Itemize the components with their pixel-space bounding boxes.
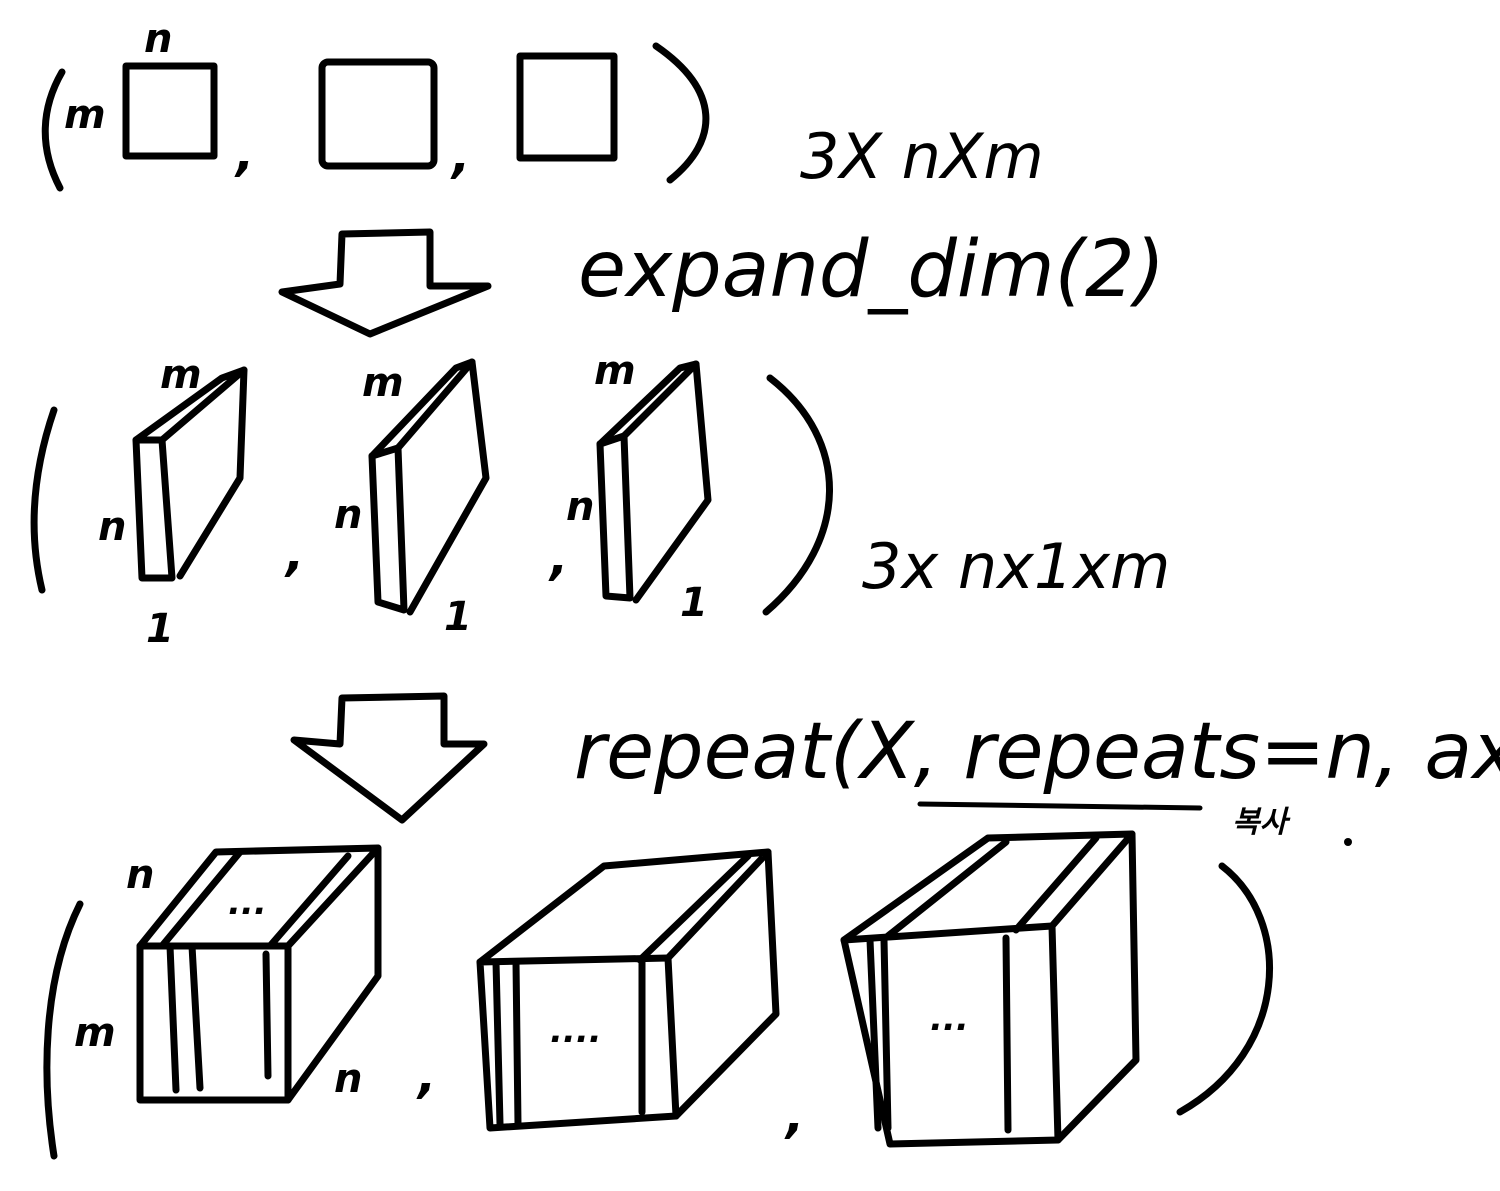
- row3-open-paren: [43, 900, 84, 1160]
- op2-dot: [1344, 838, 1352, 846]
- row1-comma-1: ,: [234, 126, 254, 182]
- row2-shape-label: 3x nx1xm: [862, 530, 1170, 603]
- row2-close-paren: [762, 374, 833, 616]
- svg-text:m: m: [594, 348, 636, 394]
- row1-tuple: m n , , 3X nXm: [41, 16, 1044, 193]
- cube-2: ....: [476, 848, 780, 1132]
- svg-text:...: ...: [228, 883, 267, 923]
- row3-tuple: n m n ... , .... , ...: [43, 830, 1273, 1160]
- matrix-2: [318, 58, 438, 170]
- svg-text:...: ...: [930, 999, 969, 1039]
- svg-text:1: 1: [444, 594, 472, 640]
- arrow-2: [290, 692, 488, 824]
- op2-label: repeat(X, repeats=n, axis=2): [574, 707, 1500, 797]
- row2-comma-2: ,: [548, 530, 568, 586]
- row1-comma-2: ,: [450, 128, 470, 184]
- slab-3: m n 1: [566, 348, 712, 626]
- row1-row-label: m: [64, 92, 106, 138]
- row3-comma-1: ,: [416, 1048, 436, 1104]
- svg-text:n: n: [334, 1056, 362, 1102]
- slab-1: m n 1: [98, 352, 248, 652]
- row1-shape-label: 3X nXm: [800, 120, 1044, 193]
- op2-note: 복사: [1232, 805, 1291, 840]
- row1-open-paren: [41, 68, 66, 192]
- svg-text:1: 1: [146, 606, 174, 652]
- cube-1: n m n ...: [74, 844, 382, 1104]
- slab-2: m n 1: [334, 358, 490, 640]
- svg-text:m: m: [362, 360, 404, 406]
- matrix-3: [516, 52, 618, 162]
- op2-underline: [917, 801, 1203, 811]
- cube-3: ...: [840, 830, 1140, 1148]
- matrix-1: [122, 62, 218, 160]
- svg-text:n: n: [566, 484, 594, 530]
- op1-label: expand_dim(2): [578, 225, 1165, 315]
- svg-text:1: 1: [680, 580, 708, 626]
- svg-text:n: n: [334, 492, 362, 538]
- row2-tuple: m n 1 , m n 1 , m n 1 3x nx1xm: [30, 348, 1170, 652]
- svg-text:m: m: [74, 1010, 116, 1056]
- svg-text:m: m: [160, 352, 202, 398]
- svg-text:n: n: [126, 852, 154, 898]
- row2-comma-1: ,: [284, 526, 304, 582]
- svg-text:n: n: [98, 504, 126, 550]
- row3-close-paren: [1176, 862, 1273, 1116]
- svg-text:....: ....: [550, 1011, 602, 1051]
- arrow-1: [278, 228, 492, 338]
- row1-col-label: n: [144, 16, 172, 62]
- row2-open-paren: [30, 406, 58, 594]
- row3-comma-2: ,: [784, 1088, 804, 1144]
- row1-close-paren: [652, 42, 710, 184]
